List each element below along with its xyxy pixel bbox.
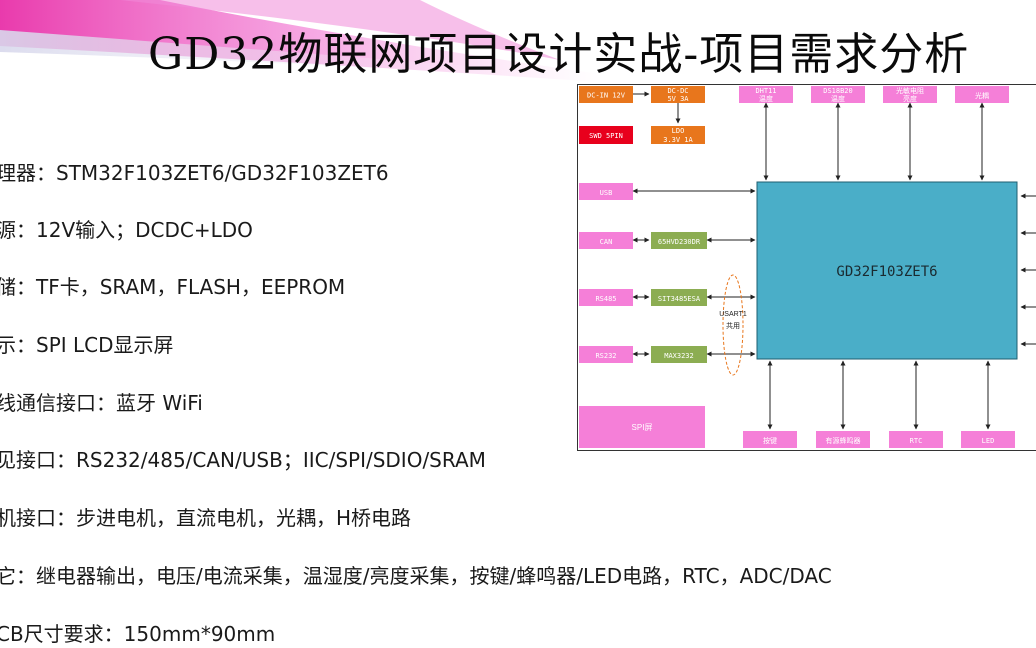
rs232-block bbox=[579, 346, 633, 363]
photoresistor-label-2: 亮度 bbox=[903, 94, 917, 103]
rs232-label: RS232 bbox=[595, 352, 616, 360]
dcdc-block bbox=[651, 86, 705, 103]
usart-shared-ellipse bbox=[722, 274, 744, 376]
bullet-pcb-size: CB尺寸要求：150mm*90mm bbox=[0, 622, 276, 646]
dcdc-label-1: DC-DC bbox=[667, 87, 688, 95]
ldo-label-2: 3.3V 1A bbox=[663, 136, 693, 144]
ds18b20-block bbox=[811, 86, 865, 103]
spi-screen-label: SPI屏 bbox=[632, 423, 653, 432]
key-label: 按键 bbox=[763, 436, 777, 445]
dcdc-label-2: 5V 3A bbox=[667, 95, 689, 103]
usb-label: USB bbox=[600, 189, 613, 197]
usart-note-2: 共用 bbox=[726, 321, 740, 330]
ds18b20-label-1: DS18B20 bbox=[823, 87, 853, 95]
rs485-block bbox=[579, 289, 633, 306]
key-block bbox=[743, 431, 797, 448]
bullet-power: 源：12V输入；DCDC+LDO bbox=[0, 218, 253, 242]
dht11-label-1: DHT11 bbox=[755, 87, 776, 95]
bullet-display: 示：SPI LCD显示屏 bbox=[0, 333, 174, 357]
rtc-label: RTC bbox=[910, 437, 923, 445]
rs232-chip-label: MAX3232 bbox=[664, 352, 694, 360]
rtc-block bbox=[889, 431, 943, 448]
block-diagram-svg: GD32F103ZET6 DC-IN 12V DC-DC 5V 3A LDO 3… bbox=[577, 84, 1036, 451]
rs485-chip-label: SIT3485ESA bbox=[658, 295, 701, 303]
bullet-processor: 理器：STM32F103ZET6/GD32F103ZET6 bbox=[0, 161, 389, 185]
swd-block bbox=[579, 126, 633, 144]
dht11-label-2: 温度 bbox=[759, 94, 773, 103]
ldo-label-1: LDO bbox=[672, 127, 685, 135]
can-chip-label: 65HVD230DR bbox=[658, 238, 701, 246]
usb-block bbox=[579, 183, 633, 200]
mcu-label: GD32F103ZET6 bbox=[836, 264, 937, 280]
optocoupler-label: 光耦 bbox=[975, 91, 989, 100]
usart-note-1: USART1 bbox=[719, 311, 747, 318]
buzzer-block bbox=[816, 431, 870, 448]
bullet-wireless: 线通信接口：蓝牙 WiFi bbox=[0, 391, 203, 415]
bullet-storage: 储：TF卡，SRAM，FLASH，EEPROM bbox=[0, 275, 346, 299]
can-label: CAN bbox=[600, 238, 613, 246]
spi-screen-block bbox=[579, 406, 705, 448]
dht11-block bbox=[739, 86, 793, 103]
can-block bbox=[579, 232, 633, 249]
dc-in-block bbox=[579, 86, 633, 103]
photoresistor-label-1: 光敏电阻 bbox=[896, 86, 924, 95]
rs232-chip-block bbox=[651, 346, 707, 363]
can-chip-block bbox=[651, 232, 707, 249]
title-decoration bbox=[0, 0, 600, 82]
rs485-label: RS485 bbox=[595, 295, 616, 303]
buzzer-label: 有源蜂鸣器 bbox=[826, 436, 861, 445]
photoresistor-block bbox=[883, 86, 937, 103]
rs485-chip-block bbox=[651, 289, 707, 306]
dc-in-label: DC-IN 12V bbox=[587, 92, 626, 100]
swd-label: SWD 5PIN bbox=[589, 132, 623, 140]
ds18b20-label-2: 温度 bbox=[831, 94, 845, 103]
block-diagram: GD32F103ZET6 DC-IN 12V DC-DC 5V 3A LDO 3… bbox=[577, 84, 1036, 451]
slide-title: GD32物联网项目设计实战-项目需求分析 bbox=[148, 29, 970, 80]
bullet-others: 它：继电器输出，电压/电流采集，温湿度/亮度采集，按键/蜂鸣器/LED电路，RT… bbox=[0, 564, 832, 588]
ldo-block bbox=[651, 126, 705, 144]
led-label: LED bbox=[982, 437, 995, 445]
bullet-motor: 机接口：步进电机，直流电机，光耦，H桥电路 bbox=[0, 506, 412, 530]
optocoupler-block bbox=[955, 86, 1009, 103]
mcu-block bbox=[756, 181, 1018, 360]
bullet-interfaces: 见接口：RS232/485/CAN/USB；IIC/SPI/SDIO/SRAM bbox=[0, 448, 486, 472]
led-block bbox=[961, 431, 1015, 448]
